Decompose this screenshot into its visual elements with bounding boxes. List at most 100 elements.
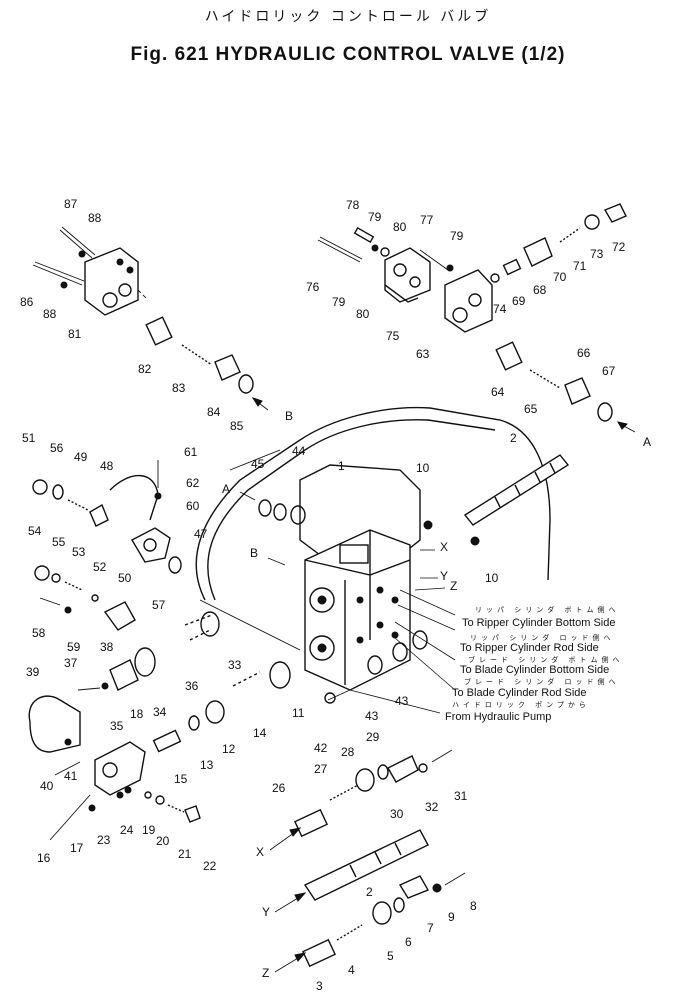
flow-label: To Blade Cylinder Bottom Side [460, 664, 609, 676]
flow-label-jp: ハイドロリック ポンプから [452, 701, 590, 709]
part-number: 3 [316, 979, 323, 992]
part-number: 68 [533, 283, 547, 297]
part-number: 48 [100, 459, 114, 473]
part-number: 7 [427, 921, 434, 935]
part-number: 62 [186, 476, 200, 490]
part-number: 64 [491, 385, 505, 399]
part-number: 79 [332, 295, 346, 309]
part-number: 69 [512, 294, 526, 308]
spool-assembly-right [423, 454, 570, 546]
part-number: 63 [416, 347, 430, 361]
part-number: 29 [366, 730, 380, 744]
part-number: 88 [43, 307, 57, 321]
marker-z-side: Z [450, 579, 457, 593]
part-number: 2 [510, 431, 517, 445]
part-number: 45 [251, 457, 265, 471]
part-number: 32 [425, 800, 439, 814]
part-number: 39 [26, 665, 40, 679]
marker-y-side: Y [440, 569, 448, 583]
part-number: 37 [64, 656, 78, 670]
part-number: 35 [110, 719, 124, 733]
part-number: 2 [366, 885, 373, 899]
part-number: 73 [590, 247, 604, 261]
valve-housing-outline [195, 406, 551, 651]
part-number: 10 [416, 461, 430, 475]
flow-label: To Ripper Cylinder Bottom Side [462, 617, 615, 629]
part-number: 65 [524, 402, 538, 416]
view-markers: B A A B X Y Z X Y Z [222, 409, 651, 980]
top-left-cover-assembly [32, 226, 254, 394]
part-number: 61 [184, 445, 198, 459]
flow-label: To Blade Cylinder Rod Side [452, 687, 587, 699]
part-number: 26 [272, 781, 286, 795]
part-number: 78 [346, 198, 360, 212]
part-number: 56 [50, 441, 64, 455]
part-number: 11 [292, 706, 305, 720]
marker-z-lower: Z [262, 966, 269, 980]
part-number: 6 [405, 935, 412, 949]
part-number: 74 [493, 302, 507, 316]
part-number: 30 [390, 807, 404, 821]
part-number: 53 [72, 545, 86, 559]
part-number: 13 [200, 758, 214, 772]
part-number: 58 [32, 626, 46, 640]
valve-block [304, 529, 411, 691]
flow-label: To Ripper Cylinder Rod Side [460, 642, 599, 654]
part-number: 18 [130, 707, 144, 721]
part-number: 79 [368, 210, 382, 224]
part-number: 43 [365, 709, 379, 723]
part-number: 70 [553, 270, 567, 284]
part-number: 43 [395, 694, 409, 708]
part-number: 16 [37, 851, 51, 865]
marker-a-right: A [643, 435, 651, 449]
flow-label-jp: リッパ シリンダ ロッド側へ [470, 633, 614, 642]
part-number: 87 [64, 197, 78, 211]
part-number: 28 [341, 745, 355, 759]
part-number: 54 [28, 524, 42, 538]
part-number: 19 [142, 823, 156, 837]
part-number: 83 [172, 381, 186, 395]
lower-spool-assemblies [294, 749, 466, 968]
part-number: 59 [67, 640, 81, 654]
marker-b-top: B [285, 409, 293, 423]
part-number: 40 [40, 779, 54, 793]
part-number: 51 [22, 431, 36, 445]
part-number: 47 [194, 527, 208, 541]
part-number: 72 [612, 240, 626, 254]
top-right-cover-assembly [317, 203, 627, 422]
marker-arrows [239, 397, 636, 973]
part-number: 12 [222, 742, 236, 756]
part-number: 36 [185, 679, 199, 693]
part-number: 52 [93, 560, 107, 574]
part-number: 24 [120, 823, 134, 837]
flow-label-jp: ブレード シリンダ ロッド側へ [464, 677, 619, 686]
part-number: 50 [118, 571, 132, 585]
part-number: 75 [386, 329, 400, 343]
marker-x-side: X [440, 540, 448, 554]
marker-y-lower: Y [262, 905, 270, 919]
part-number: 5 [387, 949, 394, 963]
flow-label-jp: ブレード シリンダ ボトム側へ [468, 655, 623, 664]
part-number: 8 [470, 899, 477, 913]
part-number: 14 [253, 726, 267, 740]
part-number: 20 [156, 834, 170, 848]
part-number: 21 [178, 847, 192, 861]
part-number: 57 [152, 598, 166, 612]
part-number: 23 [97, 833, 111, 847]
part-number: 67 [602, 364, 616, 378]
part-number: 42 [314, 741, 328, 755]
part-number: 85 [230, 419, 244, 433]
part-number: 4 [348, 963, 355, 977]
marker-b-left: B [250, 546, 258, 560]
part-number: 77 [420, 213, 434, 227]
marker-x-lower: X [256, 845, 264, 859]
part-number: 84 [207, 405, 221, 419]
part-number: 9 [448, 910, 455, 924]
figure-title-japanese: ハイドロリック コントロール バルブ [204, 9, 492, 25]
part-number: 17 [70, 841, 84, 855]
figure-title: Fig. 621 HYDRAULIC CONTROL VALVE (1/2) [130, 44, 566, 65]
part-number: 88 [88, 211, 102, 225]
part-number: 82 [138, 362, 152, 376]
part-number: 79 [450, 229, 464, 243]
part-number: 41 [64, 769, 78, 783]
